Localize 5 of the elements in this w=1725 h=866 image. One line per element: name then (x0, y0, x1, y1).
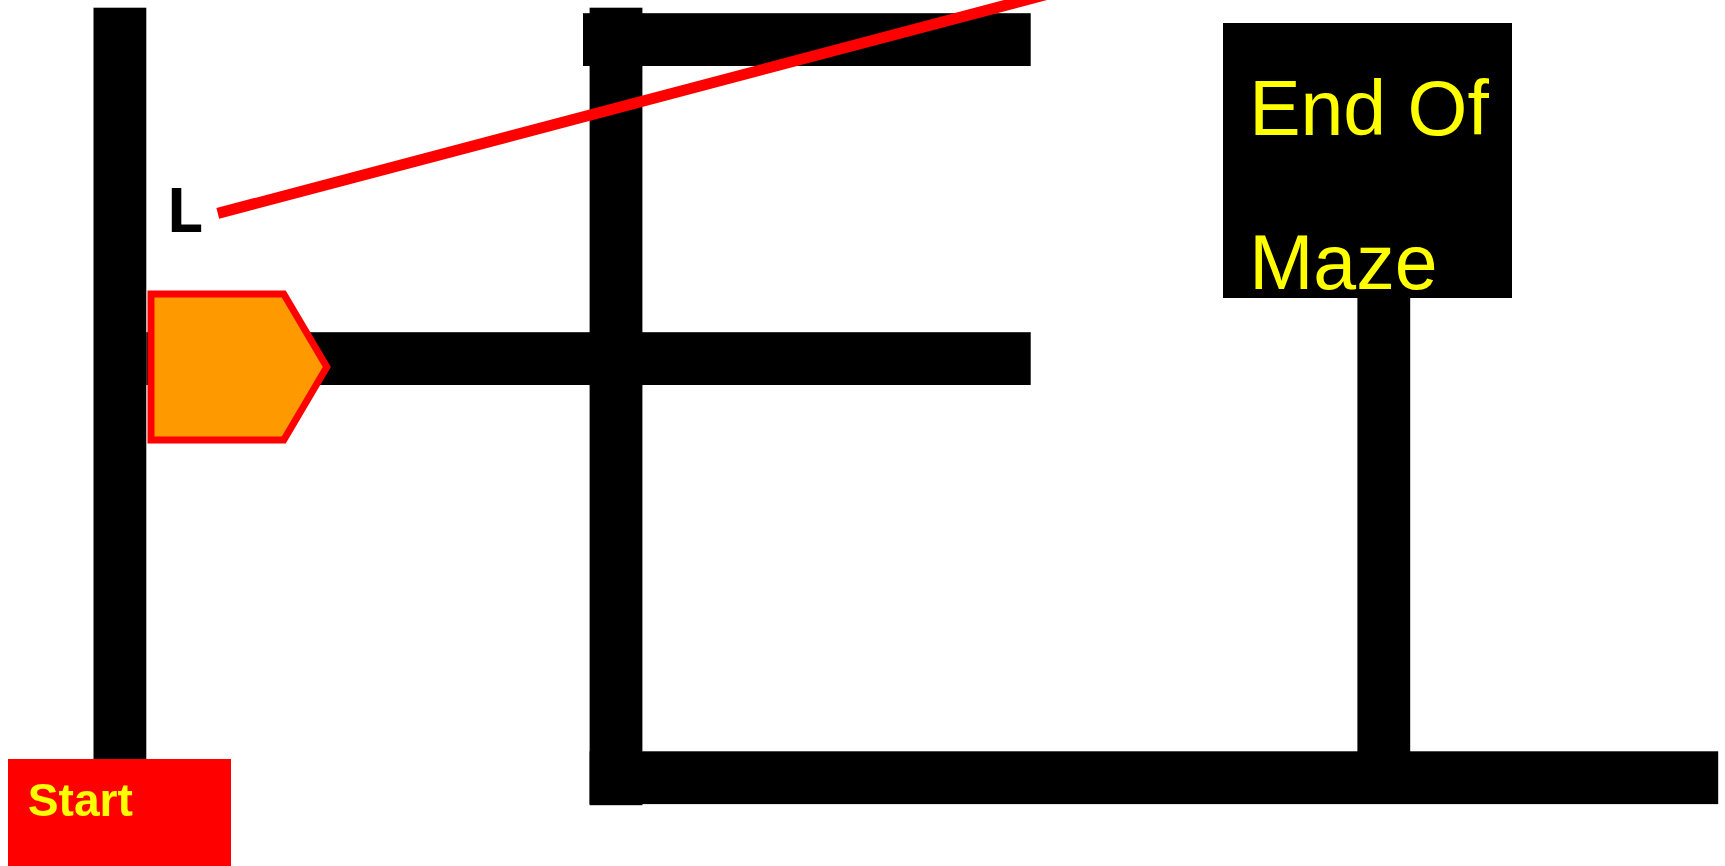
start-label: Start (27, 777, 133, 824)
laser-label: L (165, 184, 205, 245)
start-box (7, 759, 231, 866)
maze-end-label: End Of Maze (1249, 64, 1490, 308)
end-of-maze-box (1223, 23, 1513, 299)
